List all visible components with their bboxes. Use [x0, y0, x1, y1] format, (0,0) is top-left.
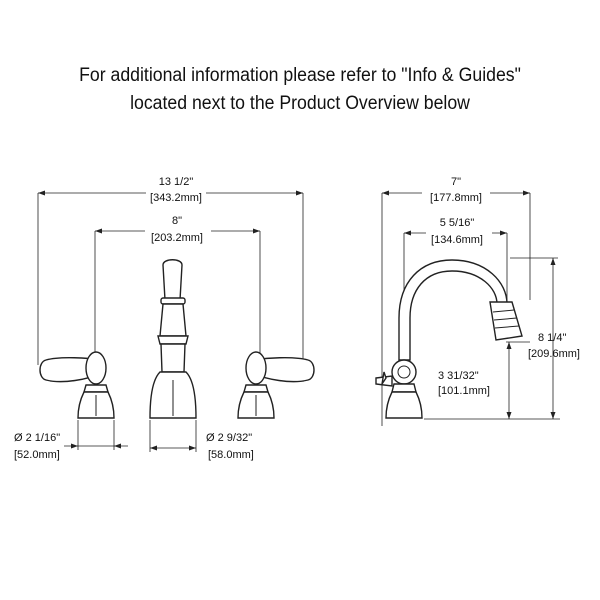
reach-depth-metric: [177.8mm] — [430, 192, 482, 204]
overall-height-dimension: 8 1/4" [209.6mm] — [424, 257, 580, 420]
center-spread-metric: [203.2mm] — [151, 232, 203, 244]
spout-reach-imperial: 5 5/16" — [440, 217, 475, 229]
front-view: 13 1/2" [343.2mm] 8" [203.2mm] — [14, 173, 315, 461]
info-header-line-2: located next to the Product Overview bel… — [130, 93, 470, 114]
center-spread-dimension: 8" [203.2mm] — [94, 212, 261, 355]
spout-base-dia-metric: [58.0mm] — [208, 449, 254, 461]
spout-reach-metric: [134.6mm] — [431, 234, 483, 246]
handle-base-dia-metric: [52.0mm] — [14, 449, 60, 461]
spout-base-dia-imperial: Ø 2 9/32" — [206, 432, 252, 444]
reach-depth-dimension: 7" [177.8mm] — [381, 173, 531, 426]
overall-height-imperial: 8 1/4" — [538, 332, 566, 344]
reach-depth-imperial: 7" — [451, 176, 461, 188]
side-spout — [375, 259, 523, 419]
overall-width-imperial: 13 1/2" — [159, 176, 194, 188]
spout-height-dimension: 3 31/32" [101.1mm] — [438, 341, 530, 419]
handle-base-dia-dimension: Ø 2 1/16" [52.0mm] — [14, 420, 128, 461]
center-spout — [149, 259, 197, 419]
spout-height-imperial: 3 31/32" — [438, 370, 479, 382]
spout-base-dia-dimension: Ø 2 9/32" [58.0mm] — [149, 420, 254, 461]
right-handle — [237, 351, 315, 419]
handle-base-dia-imperial: Ø 2 1/16" — [14, 432, 60, 444]
side-view: 7" [177.8mm] 5 5/16" [134.6mm] — [375, 173, 580, 426]
overall-width-dimension: 13 1/2" [343.2mm] — [37, 173, 304, 365]
overall-height-metric: [209.6mm] — [528, 348, 580, 360]
center-spread-imperial: 8" — [172, 215, 182, 227]
overall-width-metric: [343.2mm] — [150, 192, 202, 204]
spout-height-metric: [101.1mm] — [438, 385, 490, 397]
info-header-line-1: For additional information please refer … — [79, 65, 521, 86]
left-handle — [39, 351, 115, 419]
spout-reach-dimension: 5 5/16" [134.6mm] — [403, 214, 508, 356]
info-header: For additional information please refer … — [21, 62, 579, 118]
